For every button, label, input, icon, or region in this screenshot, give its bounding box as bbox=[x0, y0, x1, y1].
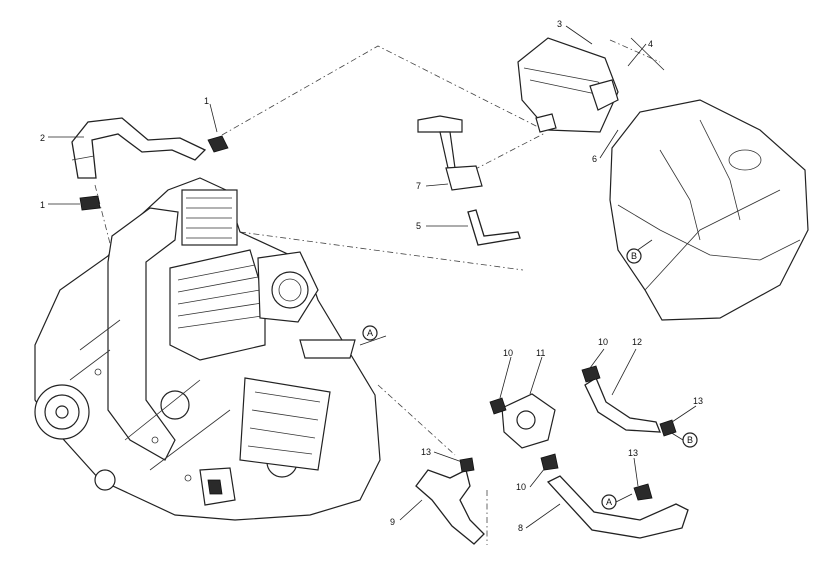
ref-b-hose: B bbox=[687, 435, 693, 445]
callout-labels: 1 2 1 3 4 6 7 5 10 11 10 12 13 13 9 10 8… bbox=[40, 19, 703, 533]
callout-11: 11 bbox=[536, 348, 545, 358]
expansion-tank bbox=[517, 37, 665, 133]
engine-block bbox=[34, 177, 381, 521]
thermostat-housing bbox=[489, 393, 559, 471]
callout-1-left: 1 bbox=[40, 200, 45, 210]
callout-10-bottom: 10 bbox=[516, 482, 526, 492]
hose-12 bbox=[581, 365, 677, 437]
callout-1-top: 1 bbox=[204, 96, 209, 106]
callout-4: 4 bbox=[648, 39, 653, 49]
thermostat-valve bbox=[417, 115, 521, 246]
hose-2 bbox=[71, 117, 229, 211]
callout-12: 12 bbox=[632, 337, 642, 347]
callout-13-right: 13 bbox=[693, 396, 703, 406]
ref-a-engine: A bbox=[367, 328, 373, 338]
callout-6: 6 bbox=[592, 154, 597, 164]
callout-13-bottom: 13 bbox=[628, 448, 638, 458]
fuel-tank bbox=[609, 99, 809, 321]
ref-a-hose: A bbox=[606, 497, 612, 507]
callout-10-right: 10 bbox=[598, 337, 608, 347]
reference-markers: A B B A bbox=[362, 248, 698, 510]
callout-9: 9 bbox=[390, 517, 395, 527]
hose-8 bbox=[546, 475, 689, 539]
callout-8: 8 bbox=[518, 523, 523, 533]
callout-5: 5 bbox=[416, 221, 421, 231]
callout-13-left: 13 bbox=[421, 447, 431, 457]
callout-3: 3 bbox=[557, 19, 562, 29]
callout-10-left: 10 bbox=[503, 348, 513, 358]
hose-9 bbox=[415, 457, 485, 545]
ref-b-tank: B bbox=[631, 251, 637, 261]
callout-7: 7 bbox=[416, 181, 421, 191]
callout-2: 2 bbox=[40, 133, 45, 143]
